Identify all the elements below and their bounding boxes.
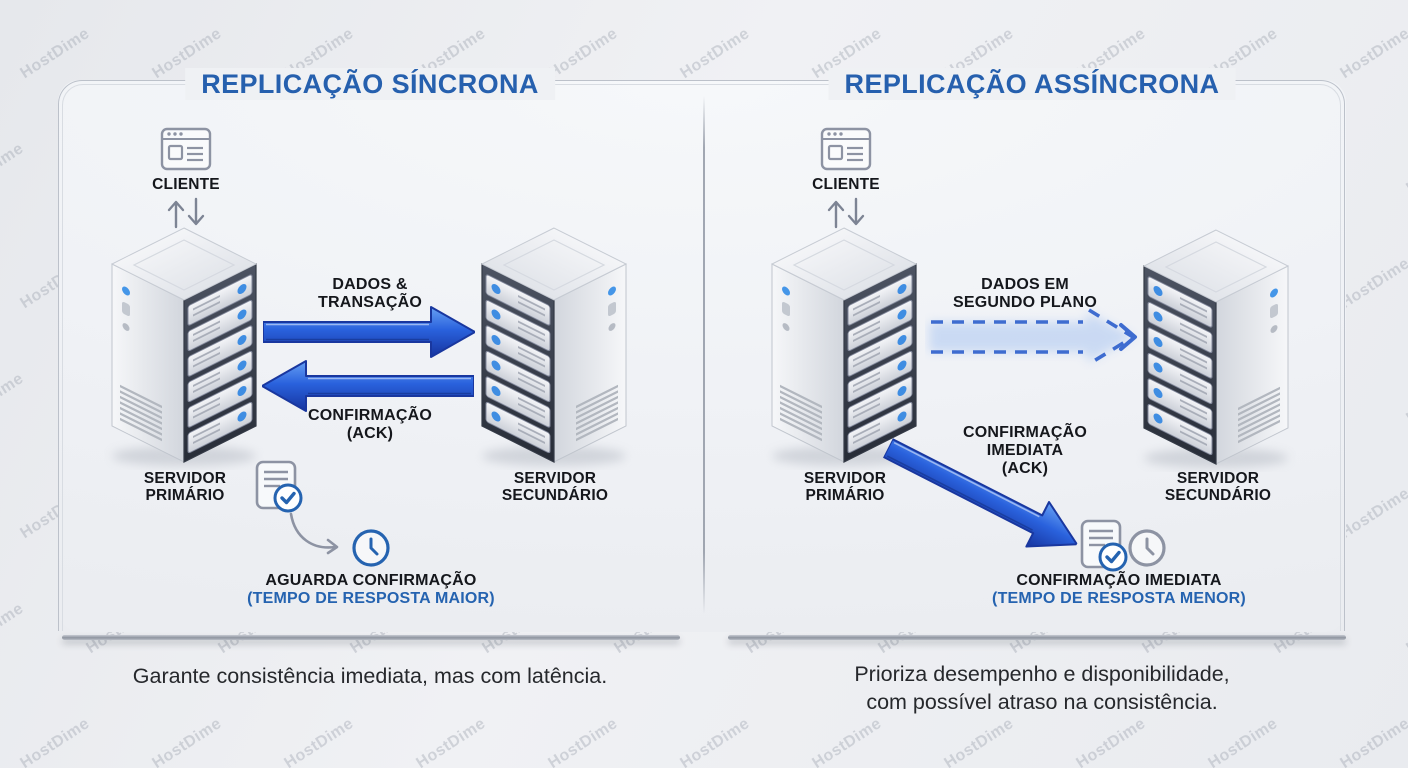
background-data-label: DADOS EM SEGUNDO PLANO (953, 276, 1097, 311)
up-down-arrows-icon (824, 197, 868, 229)
watermark-text: HostDime (545, 25, 621, 83)
client-label: CLIENTE (152, 176, 220, 193)
primary-server-label: SERVIDOR PRIMÁRIO (143, 470, 227, 504)
left-panel-caption: Garante consistência imediata, mas com l… (132, 664, 608, 688)
secondary-server-label: SERVIDOR SECUNDÁRIO (501, 470, 609, 504)
primary-server-label: SERVIDOR PRIMÁRIO (803, 470, 887, 504)
document-check-icon (253, 459, 305, 515)
clock-icon (350, 527, 392, 569)
client-browser-icon (159, 122, 213, 176)
right-panel-base-edge (728, 635, 1346, 640)
watermark-text: HostDime (413, 715, 489, 768)
watermark-text: HostDime (941, 715, 1017, 768)
client-label: CLIENTE (812, 176, 880, 193)
right-panel-title: REPLICAÇÃO ASSÍNCRONA (828, 68, 1236, 100)
watermark-text: HostDime (809, 715, 885, 768)
up-down-arrows-icon (164, 197, 208, 229)
watermark-text: HostDime (0, 140, 27, 198)
watermark-text: HostDime (677, 25, 753, 83)
secondary-server-icon (1136, 228, 1296, 472)
immediate-ack-label: CONFIRMAÇÃO IMEDIATA (ACK) (963, 424, 1087, 477)
clock-icon (1126, 527, 1168, 569)
immediate-confirmation-label: CONFIRMAÇÃO IMEDIATA (TEMPO DE RESPOSTA … (992, 572, 1246, 607)
watermark-text: HostDime (677, 715, 753, 768)
secondary-server-icon (474, 226, 634, 470)
primary-server-icon (104, 226, 264, 470)
wait-confirmation-label: AGUARDA CONFIRMAÇÃO (TEMPO DE RESPOSTA M… (247, 572, 495, 607)
center-divider (703, 96, 705, 614)
right-panel-caption: Prioriza desempenho e disponibilidade, c… (854, 662, 1230, 714)
watermark-text: HostDime (1403, 140, 1408, 198)
watermark-text: HostDime (1337, 715, 1408, 768)
left-panel-title: REPLICAÇÃO SÍNCRONA (185, 68, 555, 100)
watermark-text: HostDime (17, 715, 93, 768)
curved-arrow-icon (283, 512, 347, 558)
left-panel-base-edge (62, 635, 680, 640)
watermark-text: HostDime (1073, 715, 1149, 768)
watermark-text: HostDime (1403, 600, 1408, 658)
background-data-dashed-arrow (929, 308, 1137, 366)
watermark-text: HostDime (0, 600, 27, 658)
watermark-text: HostDime (17, 25, 93, 83)
watermark-text: HostDime (545, 715, 621, 768)
watermark-text: HostDime (1403, 370, 1408, 428)
watermark-text: HostDime (1205, 715, 1281, 768)
data-transaction-label: DADOS & TRANSAÇÃO (317, 276, 423, 311)
ack-label: CONFIRMAÇÃO (ACK) (308, 407, 432, 442)
watermark-text: HostDime (1337, 255, 1408, 313)
document-check-icon (1078, 518, 1130, 574)
watermark-text: HostDime (1337, 485, 1408, 543)
secondary-server-label: SERVIDOR SECUNDÁRIO (1164, 470, 1272, 504)
watermark-text: HostDime (0, 370, 27, 428)
watermark-text: HostDime (1337, 25, 1408, 83)
client-browser-icon (819, 122, 873, 176)
watermark-text: HostDime (149, 715, 225, 768)
watermark-text: HostDime (281, 715, 357, 768)
